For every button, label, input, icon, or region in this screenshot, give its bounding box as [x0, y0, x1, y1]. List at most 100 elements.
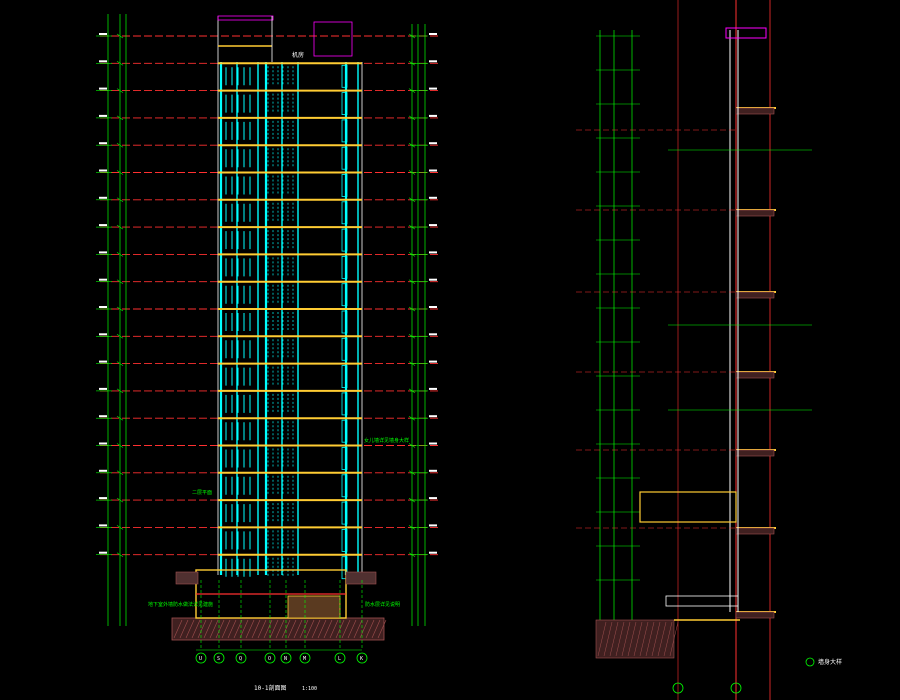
earth-hatch	[275, 619, 285, 639]
building-core	[217, 15, 363, 580]
wall-detail: 墙身大样	[576, 0, 842, 700]
axis-label: N	[284, 656, 287, 662]
level-text-mark	[429, 442, 437, 445]
earth-hatch	[179, 619, 189, 639]
detail-label: 墙身大样	[818, 658, 842, 666]
level-text-mark	[99, 87, 107, 90]
dim-tick	[116, 142, 124, 148]
axis-bubble	[334, 652, 346, 664]
earth-hatch	[185, 619, 195, 639]
earth-hatch	[329, 619, 339, 639]
level-text-mark	[429, 278, 437, 281]
earth-hatch	[197, 619, 207, 639]
level-text-mark	[99, 497, 107, 500]
level-text-mark	[99, 442, 107, 445]
level-text-mark	[429, 497, 437, 500]
axis-bubble	[299, 652, 311, 664]
detail-earth-hatch	[609, 621, 619, 657]
dim-tick	[408, 334, 416, 339]
side-column	[341, 310, 348, 334]
detail-slab-hatch	[735, 527, 775, 535]
dim-tick	[408, 306, 416, 312]
earth-hatch	[377, 619, 387, 639]
level-text-mark	[99, 415, 107, 418]
level-text-mark	[99, 60, 107, 63]
dim-tick	[408, 388, 416, 394]
detail-earth-hatch	[627, 621, 637, 657]
earth-hatch	[371, 619, 381, 639]
earth-hatch	[311, 619, 321, 639]
dim-tick	[408, 361, 416, 366]
earth-hatch	[209, 619, 219, 639]
detail-earth-hatch	[597, 621, 607, 657]
dim-tick	[116, 170, 124, 175]
earth-hatch	[173, 619, 183, 639]
level-text-mark	[429, 360, 437, 363]
detail-slab-hatch	[735, 107, 775, 115]
earth-hatch	[245, 619, 255, 639]
earth-hatch	[299, 619, 309, 639]
earth-hatch	[287, 619, 297, 639]
axis-bubble	[280, 652, 292, 664]
side-column	[341, 365, 348, 389]
axis-label: M	[303, 656, 306, 662]
earth-hatch	[281, 619, 291, 639]
dim-tick	[116, 279, 124, 284]
dim-tick	[408, 279, 416, 284]
level-text-mark	[429, 60, 437, 63]
earth-right	[345, 571, 377, 585]
earth-hatch	[233, 619, 243, 639]
axis-label: Q	[239, 656, 242, 662]
dim-tick	[408, 61, 416, 66]
level-text-mark	[99, 169, 107, 172]
side-column	[341, 146, 348, 170]
basement-foundation	[171, 569, 387, 641]
level-text-mark	[429, 387, 437, 390]
axis-label: S	[217, 656, 220, 662]
dim-tick	[408, 170, 416, 175]
detail-earth-hatch	[633, 621, 643, 657]
level-text-mark	[429, 87, 437, 90]
detail-slab-hatch	[735, 371, 775, 379]
detail-earth-hatch	[615, 621, 625, 657]
earth-hatch	[293, 619, 303, 639]
level-text-mark	[99, 360, 107, 363]
earth-hatch	[221, 619, 231, 639]
dim-tick	[408, 470, 416, 476]
detail-earth-hatch	[621, 621, 631, 657]
dim-tick	[116, 197, 124, 203]
level-text-mark	[99, 387, 107, 390]
dim-tick	[408, 415, 416, 421]
earth-hatch	[359, 619, 369, 639]
side-column	[341, 201, 348, 225]
detail-slab-hatch	[735, 209, 775, 217]
earth-hatch	[251, 619, 261, 639]
earth-hatch	[317, 619, 327, 639]
detail-beam	[665, 595, 739, 607]
detail-earth-hatch	[603, 621, 613, 657]
detail-slab-hatch	[735, 291, 775, 299]
dim-tick	[116, 361, 124, 366]
dim-tick	[408, 552, 416, 557]
side-column	[341, 529, 348, 552]
dim-tick	[116, 224, 124, 230]
dim-tick	[116, 525, 124, 530]
dim-tick	[116, 88, 124, 93]
level-text-mark	[99, 142, 107, 145]
earth-hatch	[305, 619, 315, 639]
note-right-parapet: 女儿墙详见墙身大样	[364, 437, 409, 444]
right-dimension-chain	[408, 24, 437, 626]
earth-hatch	[335, 619, 345, 639]
detail-earth-hatch	[645, 621, 655, 657]
dim-tick	[408, 497, 416, 503]
earth-hatch	[191, 619, 201, 639]
earth-hatch	[323, 619, 333, 639]
earth-hatch	[257, 619, 267, 639]
dim-tick	[116, 443, 124, 448]
level-text-mark	[99, 551, 107, 554]
dim-tick	[116, 252, 124, 257]
detail-slab-hatch	[735, 611, 775, 619]
level-text-mark	[99, 33, 107, 35]
axis-bubble	[213, 652, 225, 664]
